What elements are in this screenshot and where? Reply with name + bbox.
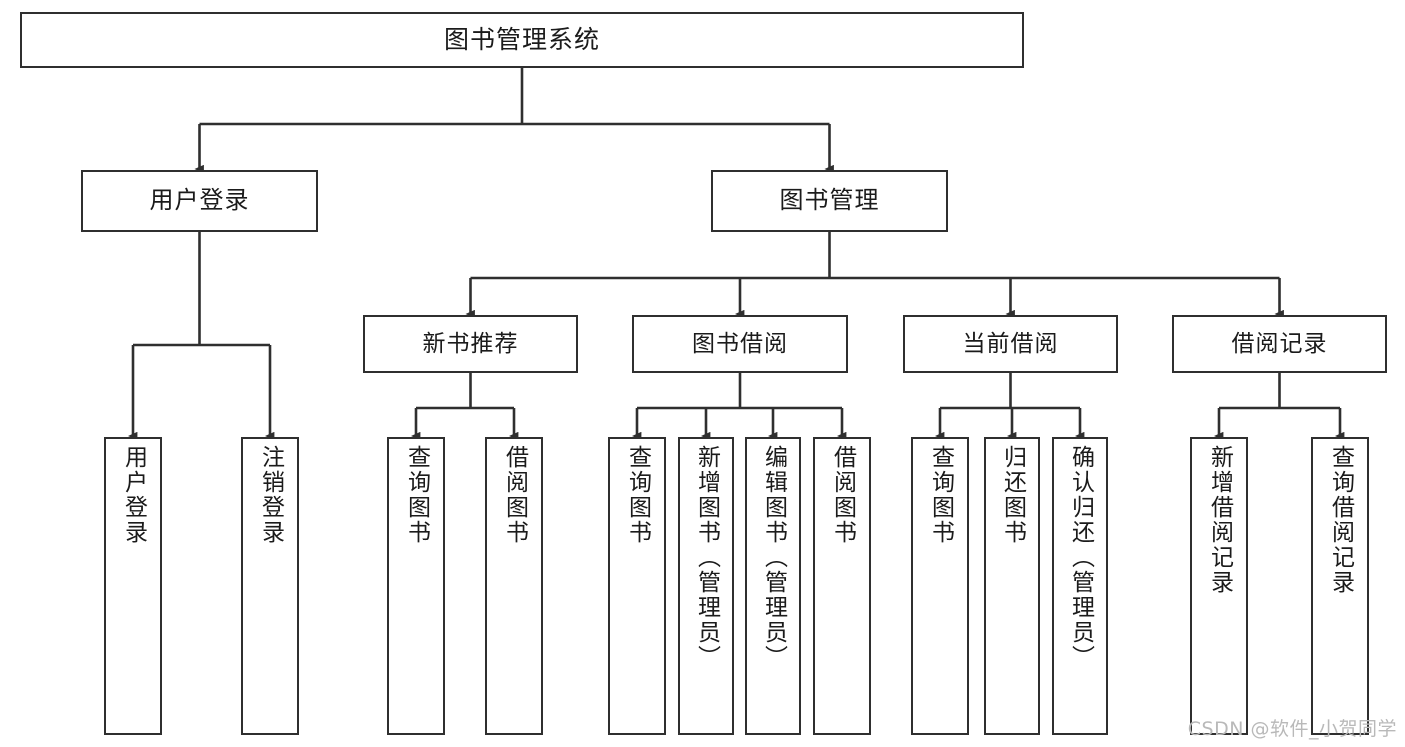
node-leaf-return-book-label: 归还图书	[999, 445, 1026, 545]
node-user-login[interactable]: 用户登录	[81, 170, 318, 232]
node-leaf-user-login-label: 用户登录	[120, 445, 147, 545]
node-leaf-query-book-2-label: 查询图书	[624, 445, 651, 545]
node-current-borrow[interactable]: 当前借阅	[903, 315, 1118, 373]
node-leaf-query-book-3-label: 查询图书	[927, 445, 954, 545]
node-leaf-borrow-book-1[interactable]: 借阅图书	[485, 437, 543, 735]
node-leaf-borrow-book-2-label: 借阅图书	[829, 445, 856, 545]
node-leaf-query-book-1[interactable]: 查询图书	[387, 437, 445, 735]
node-leaf-confirm-return-admin[interactable]: 确认归还（管理员）	[1052, 437, 1108, 735]
watermark-text: CSDN @软件_小贺同学	[1187, 718, 1397, 740]
node-leaf-query-book-2[interactable]: 查询图书	[608, 437, 666, 735]
node-leaf-add-book-admin-label: 新增图书（管理员）	[693, 445, 720, 670]
node-leaf-edit-book-admin[interactable]: 编辑图书（管理员）	[745, 437, 801, 735]
node-leaf-confirm-return-admin-label: 确认归还（管理员）	[1067, 445, 1094, 670]
node-book-borrow-label: 图书借阅	[692, 330, 788, 357]
node-leaf-user-logout-label: 注销登录	[257, 445, 284, 545]
node-book-manage-label: 图书管理	[779, 186, 880, 215]
node-leaf-query-borrow-record-label: 查询借阅记录	[1327, 445, 1354, 595]
node-leaf-user-login[interactable]: 用户登录	[104, 437, 162, 735]
node-leaf-borrow-book-1-label: 借阅图书	[501, 445, 528, 545]
node-book-borrow[interactable]: 图书借阅	[632, 315, 848, 373]
node-root[interactable]: 图书管理系统	[20, 12, 1024, 68]
node-leaf-edit-book-admin-label: 编辑图书（管理员）	[760, 445, 787, 670]
node-leaf-add-book-admin[interactable]: 新增图书（管理员）	[678, 437, 734, 735]
node-leaf-borrow-book-2[interactable]: 借阅图书	[813, 437, 871, 735]
node-new-book-recommend[interactable]: 新书推荐	[363, 315, 578, 373]
node-leaf-query-book-1-label: 查询图书	[403, 445, 430, 545]
node-leaf-add-borrow-record-label: 新增借阅记录	[1206, 445, 1233, 595]
node-book-manage[interactable]: 图书管理	[711, 170, 948, 232]
node-leaf-return-book[interactable]: 归还图书	[984, 437, 1040, 735]
node-borrow-record-label: 借阅记录	[1231, 330, 1328, 357]
node-leaf-add-borrow-record[interactable]: 新增借阅记录	[1190, 437, 1248, 735]
node-leaf-query-book-3[interactable]: 查询图书	[911, 437, 969, 735]
node-user-login-label: 用户登录	[149, 186, 250, 215]
node-leaf-query-borrow-record[interactable]: 查询借阅记录	[1311, 437, 1369, 735]
node-leaf-user-logout[interactable]: 注销登录	[241, 437, 299, 735]
node-new-book-recommend-label: 新书推荐	[422, 330, 519, 357]
node-borrow-record[interactable]: 借阅记录	[1172, 315, 1387, 373]
node-current-borrow-label: 当前借阅	[962, 330, 1059, 357]
node-root-label: 图书管理系统	[443, 24, 600, 54]
